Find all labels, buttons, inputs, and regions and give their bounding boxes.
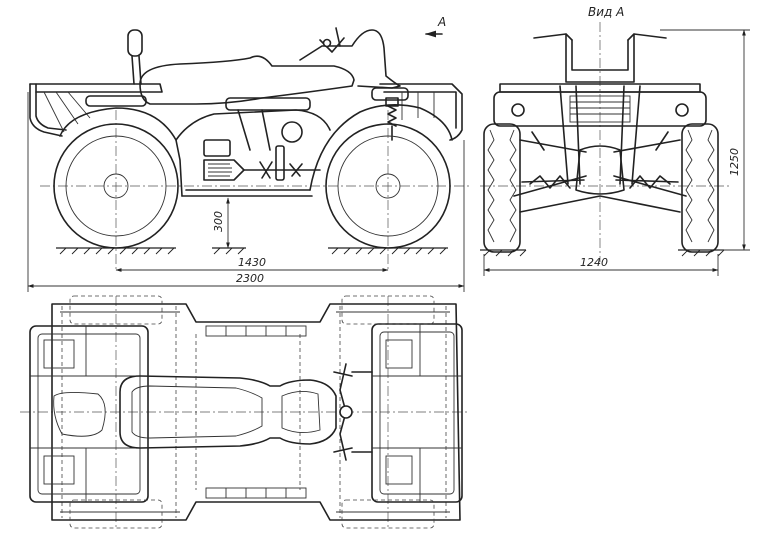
dim-wheelbase: 1430 (115, 256, 389, 272)
dim-ground-clearance-label: 300 (212, 211, 225, 232)
rear-fender (59, 107, 183, 197)
top-body-outline (51, 303, 461, 521)
front-view-rack (493, 83, 707, 185)
ground-mid (212, 247, 246, 255)
top-seat (119, 334, 337, 490)
front-view-ground (480, 249, 725, 257)
top-rear-rack (29, 325, 149, 503)
view-arrow-label: A (437, 15, 446, 29)
backrest (127, 29, 143, 85)
dim-overall-height: 1250 (660, 29, 750, 251)
front-view-title: Вид А (588, 5, 624, 19)
dim-overall-length-label: 2300 (236, 272, 264, 285)
top-footrests (205, 325, 307, 499)
rear-wheel (53, 123, 179, 249)
dim-ground-clearance: 300 (212, 197, 230, 249)
front-view-left-tire (483, 123, 521, 253)
dim-overall-length: 2300 (27, 92, 465, 292)
front-handlebar (533, 33, 667, 83)
top-handlebar (333, 363, 353, 461)
dim-track-width: 1240 (483, 254, 719, 276)
rear-rack (29, 83, 163, 137)
top-front-rack (351, 323, 463, 503)
seat (139, 55, 355, 105)
front-suspension (513, 131, 687, 213)
front-view-right-tire (681, 123, 719, 253)
front-wheel (325, 123, 451, 249)
engine (203, 97, 321, 181)
side-view: A 300 1430 2300 (27, 15, 470, 292)
dim-overall-height-label: 1250 (728, 148, 741, 176)
front-fender (309, 104, 453, 191)
fuel-tank (299, 29, 401, 89)
front-shock (385, 97, 399, 141)
top-view (20, 295, 470, 530)
frame-mid (175, 109, 331, 141)
dim-track-width-label: 1240 (580, 256, 608, 269)
top-wheels (69, 295, 435, 529)
view-arrow: A (424, 15, 446, 38)
front-view: Вид А (480, 5, 750, 276)
dim-wheelbase-label: 1430 (238, 256, 266, 269)
frame-lower (181, 189, 313, 197)
handlebar (319, 27, 345, 53)
